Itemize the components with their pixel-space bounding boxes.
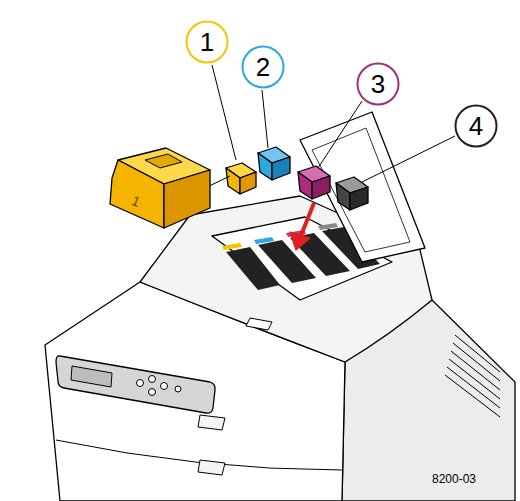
panel-button (149, 376, 156, 383)
panel-button (175, 386, 181, 392)
inset-ink-stick (110, 148, 210, 228)
leader-line (262, 90, 268, 148)
front-latch (198, 415, 225, 430)
callout-circle: 1 (185, 20, 229, 64)
insert-arrow (300, 203, 314, 238)
insert-arrow-head (290, 232, 310, 250)
lid-inner (312, 128, 410, 252)
callout-number: 4 (469, 113, 483, 139)
leader-line (362, 136, 455, 182)
control-panel (56, 356, 215, 413)
top-latch (246, 318, 272, 330)
panel-display (71, 366, 112, 387)
ink-stick-yellow (226, 163, 256, 194)
panel-button (137, 380, 144, 387)
callout-circle: 2 (241, 45, 285, 89)
tray-latch (198, 460, 225, 475)
figure-id: 8200-03 (432, 473, 476, 485)
panel-button (149, 389, 156, 396)
callout-ring (456, 106, 497, 147)
leader-line (318, 101, 362, 168)
ink-stick-cyan (258, 147, 290, 180)
leader-line (212, 65, 236, 160)
callout-number: 2 (256, 54, 270, 80)
callout-number: 3 (371, 71, 385, 97)
callout-circle: 4 (454, 104, 498, 148)
callout-number: 1 (200, 29, 214, 55)
callout-ring (187, 22, 228, 63)
panel-button (161, 383, 168, 390)
slot-color-keys (222, 223, 338, 250)
callout-ring (358, 64, 399, 105)
ink-stick-magenta (298, 166, 330, 199)
loader-lid (300, 112, 425, 262)
callout-ring (243, 47, 284, 88)
vent-slots (445, 335, 500, 417)
callout-circle: 3 (356, 62, 400, 106)
